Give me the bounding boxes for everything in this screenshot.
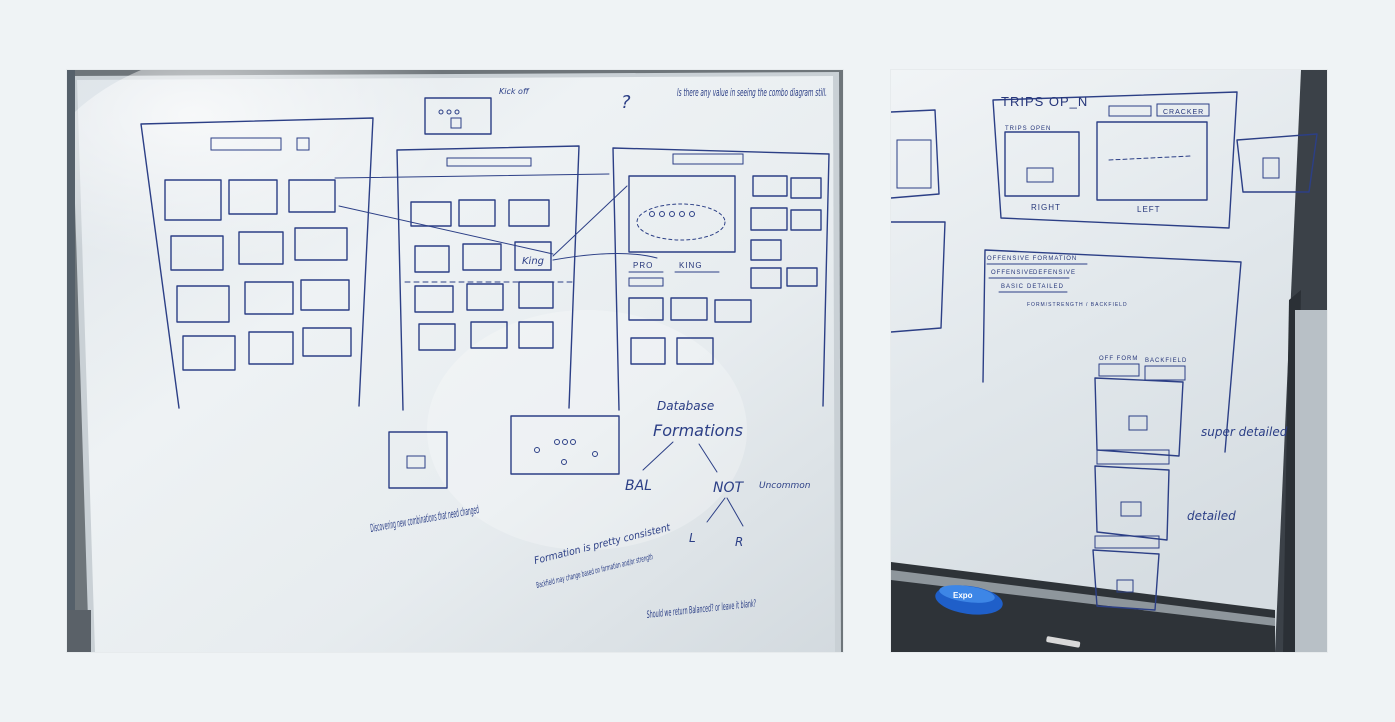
note-super-detailed: super detailed bbox=[1201, 425, 1288, 439]
note-tab-detailed: DETAILED bbox=[1027, 284, 1064, 290]
note-king-button: King bbox=[522, 256, 544, 267]
note-right: RIGHT bbox=[1031, 203, 1061, 212]
eraser-icon: Expo bbox=[935, 585, 1003, 615]
note-r: R bbox=[735, 535, 743, 549]
note-king: KING bbox=[679, 261, 703, 270]
note-uncommon: Uncommon bbox=[759, 481, 811, 491]
note-tab-offensive: OFFENSIVE bbox=[991, 270, 1034, 276]
whiteboard-sketch-right: Expo TRIPS OP_N CRACKER TRIPS OPEN RIGHT… bbox=[891, 70, 1327, 652]
note-sub-tabs: FORM/STRENGTH / BACKFIELD bbox=[1027, 302, 1128, 308]
marker-icon bbox=[1046, 636, 1081, 648]
note-bal: BAL bbox=[625, 478, 652, 494]
note-tab-basic: BASIC bbox=[1001, 284, 1024, 290]
note-question: ? bbox=[621, 92, 631, 113]
note-database: Database bbox=[657, 399, 714, 413]
note-tab-defensive: DEFENSIVE bbox=[1033, 270, 1076, 276]
whiteboard-photo-left: King PRO KING Kick off ? Is there a bbox=[67, 70, 843, 652]
note-formations: Formations bbox=[653, 421, 743, 440]
note-panel-label: TRIPS OPEN bbox=[1005, 126, 1051, 132]
note-combo-value: Is there any value in seeing the combo d… bbox=[677, 86, 827, 99]
note-backfield: BACKFIELD bbox=[1145, 358, 1187, 364]
note-title: TRIPS OP_N bbox=[1001, 94, 1088, 109]
note-pro: PRO bbox=[633, 261, 653, 270]
eraser-brand: Expo bbox=[953, 591, 973, 600]
note-section-title: OFFENSIVE FORMATION bbox=[987, 256, 1077, 262]
note-not: NOT bbox=[713, 480, 744, 496]
note-off-form: OFF FORM bbox=[1099, 356, 1138, 362]
note-l: L bbox=[689, 531, 696, 545]
whiteboard-photo-right: Expo TRIPS OP_N CRACKER TRIPS OPEN RIGHT… bbox=[891, 70, 1327, 652]
note-small-label: Kick off bbox=[499, 87, 530, 96]
note-detailed: detailed bbox=[1187, 509, 1236, 523]
note-tab-cracker: CRACKER bbox=[1163, 109, 1204, 116]
note-left: LEFT bbox=[1137, 205, 1161, 214]
whiteboard-sketch-left: King PRO KING Kick off ? Is there a bbox=[67, 70, 843, 652]
